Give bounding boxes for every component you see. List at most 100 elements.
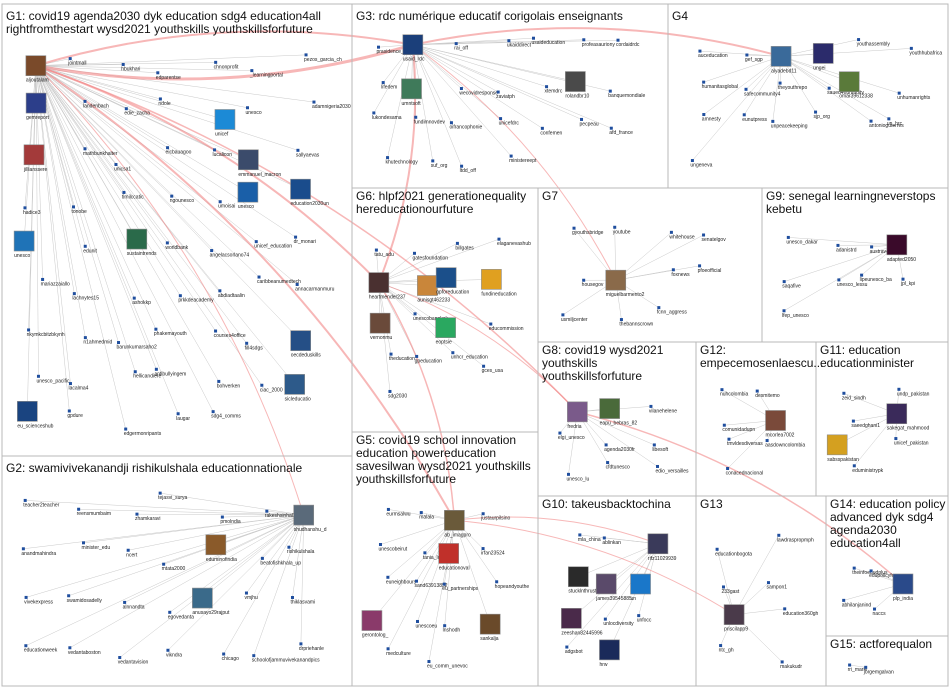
network-node[interactable]: educationbogota xyxy=(715,547,752,558)
network-node[interactable]: education360gh xyxy=(783,607,819,617)
network-node[interactable]: gef_sgp xyxy=(745,53,763,63)
network-node[interactable]: antibullyingem xyxy=(154,367,186,378)
network-node[interactable]: theinfoedudplus xyxy=(852,566,888,577)
network-node[interactable]: eicbauagoo xyxy=(166,146,192,156)
network-node[interactable]: chicago xyxy=(222,652,239,663)
network-node[interactable]: gerontolog_ xyxy=(361,610,389,639)
network-node[interactable]: afd_france xyxy=(609,126,633,137)
network-node[interactable]: barunkumarsaho2 xyxy=(117,341,158,351)
network-node[interactable]: eu_scienceshub xyxy=(17,401,54,429)
network-node[interactable]: cordaidrdc xyxy=(616,38,640,49)
network-node[interactable]: usmiljcenter xyxy=(561,313,588,323)
network-node[interactable]: lnshodh xyxy=(443,624,461,634)
network-node[interactable]: gces_usa xyxy=(482,364,504,375)
network-node[interactable]: irfan23524 xyxy=(481,547,505,557)
network-node[interactable]: tatu_adu xyxy=(374,248,394,259)
network-node[interactable]: abhilanjanind xyxy=(842,598,872,609)
network-node[interactable]: zaviatph xyxy=(496,90,515,101)
network-node[interactable]: khutechnology xyxy=(386,156,419,166)
network-node[interactable]: prasidence_rdc xyxy=(376,45,411,56)
network-node[interactable]: minister_edu xyxy=(81,541,110,551)
network-node[interactable]: lipeunesco_ba xyxy=(860,273,892,284)
network-node[interactable]: suf_org xyxy=(431,159,448,169)
network-node[interactable]: educationweek xyxy=(24,644,58,654)
network-node[interactable]: umntsoft xyxy=(401,78,422,107)
network-node[interactable]: rifz11029939 xyxy=(647,533,677,562)
network-node[interactable]: unesco xyxy=(13,230,35,259)
network-node[interactable]: laugar xyxy=(176,412,190,422)
network-node[interactable]: elgi_unesco xyxy=(558,431,585,442)
network-node[interactable]: nuhcolombia xyxy=(720,388,749,398)
network-node[interactable]: eurmsalwu xyxy=(386,507,411,517)
network-node[interactable]: foxnews xyxy=(671,268,690,278)
network-node[interactable]: eduminofindia xyxy=(205,534,237,563)
network-node[interactable]: unpeacekeeping xyxy=(771,119,808,129)
network-node[interactable]: billgates xyxy=(455,241,474,252)
network-node[interactable]: 233gast xyxy=(721,585,740,595)
network-node[interactable]: edunit xyxy=(83,244,97,255)
network-node[interactable]: unhcr_education xyxy=(451,351,488,361)
network-node[interactable]: caribbeanumedtech xyxy=(257,275,301,286)
network-node[interactable]: annacarmanmuru xyxy=(295,282,335,293)
network-node[interactable]: eu_partnerships xyxy=(442,582,479,593)
network-node[interactable]: zeid_sindh xyxy=(842,391,866,402)
network-node[interactable]: ungei xyxy=(812,43,834,71)
network-node[interactable]: pecpeau xyxy=(580,117,599,128)
network-node[interactable]: vedantaboston xyxy=(68,646,101,656)
network-node[interactable]: youthhubafrica xyxy=(909,46,942,57)
network-node[interactable]: gemreport xyxy=(25,92,50,121)
network-node[interactable]: sustaintrends xyxy=(126,228,157,257)
network-node[interactable]: safecommunity4 xyxy=(744,87,781,98)
network-node[interactable]: whitehouse xyxy=(669,230,695,241)
network-node[interactable]: lawdraspropmph xyxy=(777,533,814,544)
network-node[interactable]: profeasauriony xyxy=(582,38,616,48)
network-node[interactable]: humanitasglobal xyxy=(702,80,738,91)
network-node[interactable]: unicsa1 xyxy=(114,163,131,173)
network-node[interactable]: pezos_garcia_ch xyxy=(304,53,342,63)
network-node[interactable]: egovedanta xyxy=(168,610,194,621)
network-node[interactable]: zhamkaravi xyxy=(135,512,161,523)
network-node[interactable]: saqafive xyxy=(782,280,801,290)
network-node[interactable]: alnnandta xyxy=(123,600,145,611)
network-node[interactable]: gpeducation xyxy=(415,354,442,365)
network-node[interactable]: ukaiddirect xyxy=(507,39,532,49)
network-node[interactable]: unhumanrights xyxy=(897,91,931,102)
network-node[interactable]: justaurpilsino xyxy=(480,512,511,522)
network-node[interactable]: cfdtunesco xyxy=(606,461,630,471)
network-node[interactable]: vmjhu xyxy=(244,591,258,602)
network-node[interactable]: dr_monari xyxy=(294,235,317,246)
network-node[interactable]: tonobe xyxy=(71,205,87,215)
network-node[interactable]: eu_comm_unevoc xyxy=(427,660,468,670)
network-node[interactable]: gyouthsbridge xyxy=(572,226,604,237)
network-node[interactable]: unfocc xyxy=(637,614,652,624)
network-node[interactable]: phakemayouth xyxy=(154,327,187,338)
network-node[interactable]: eduministrypk xyxy=(852,464,884,474)
network-node[interactable]: rolandbr10 xyxy=(565,71,589,100)
network-node[interactable]: stucklnthrust xyxy=(568,566,597,595)
network-node[interactable]: worldbank xyxy=(165,241,189,251)
network-node[interactable]: ltdd_off xyxy=(460,164,477,175)
network-node[interactable]: nkymkcbitzbkynh xyxy=(27,328,65,338)
network-node[interactable]: fundimnovdev xyxy=(414,115,446,126)
network-node[interactable]: banquemondiale xyxy=(608,89,645,100)
network-node[interactable]: confemen xyxy=(540,126,563,137)
network-node[interactable]: medculture xyxy=(386,647,411,657)
network-node[interactable]: sand63913852 xyxy=(415,579,448,590)
network-node[interactable]: usaid_rdc xyxy=(402,34,425,63)
network-node[interactable]: umoisai xyxy=(218,200,235,210)
network-node[interactable]: thebannscrown xyxy=(619,318,654,328)
network-node[interactable]: schoolofjammuvivekanandpics xyxy=(252,654,320,664)
network-node[interactable]: ntc_gh xyxy=(719,644,734,654)
network-node[interactable]: mtata2000 xyxy=(162,562,186,573)
network-node[interactable]: mcorlea7002 xyxy=(765,410,795,438)
network-node[interactable]: desmitemo xyxy=(755,389,780,400)
network-node[interactable]: agenda2030fr xyxy=(604,443,635,453)
network-node[interactable]: landenbach xyxy=(83,99,109,110)
network-node[interactable]: pmolndia xyxy=(220,515,241,526)
network-node[interactable]: oifrancophonie xyxy=(449,121,482,131)
network-node[interactable]: unesco_dakar xyxy=(786,235,818,246)
network-node[interactable]: unesco_lu xyxy=(566,472,589,483)
network-node[interactable]: hopeandyouthe xyxy=(495,580,530,590)
network-node[interactable]: adapted2050 xyxy=(886,234,916,263)
network-node[interactable]: adgsbot xyxy=(565,645,583,656)
